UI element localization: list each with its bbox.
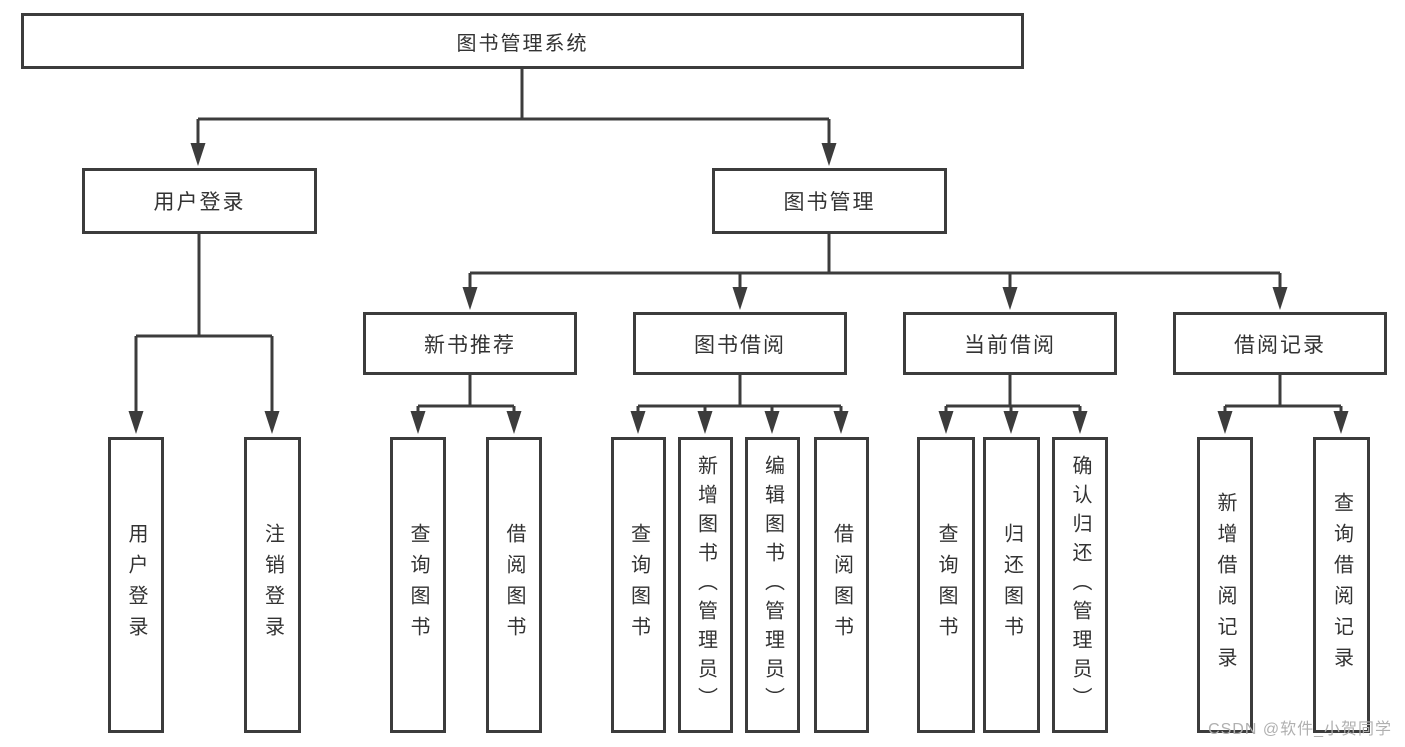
arrowhead-icon xyxy=(630,411,646,434)
node-current-borrow: 当前借阅 xyxy=(903,312,1117,375)
leaf-query-books-2-label: 查询图书 xyxy=(627,523,650,647)
leaf-return-book: 归还图书 xyxy=(983,437,1040,733)
node-library-system-label: 图书管理系统 xyxy=(456,32,589,55)
arrowhead-icon xyxy=(1003,411,1019,434)
node-user-login: 用户登录 xyxy=(82,168,317,234)
leaf-query-books-1-label: 查询图书 xyxy=(407,523,429,647)
node-library-system: 图书管理系统 xyxy=(21,13,1024,69)
arrowhead-icon xyxy=(764,411,780,434)
leaf-user-login-label: 用户登录 xyxy=(125,523,147,647)
leaf-query-borrow-record-label: 查询借阅记录 xyxy=(1330,492,1353,678)
node-borrow-records: 借阅记录 xyxy=(1173,312,1387,375)
node-book-borrow-label: 图书借阅 xyxy=(694,333,786,357)
arrowhead-icon xyxy=(264,411,280,434)
arrowhead-icon xyxy=(1333,411,1349,434)
arrowhead-icon xyxy=(462,287,478,310)
leaf-borrow-books-1: 借阅图书 xyxy=(486,437,542,733)
leaf-query-borrow-record: 查询借阅记录 xyxy=(1313,437,1370,733)
node-book-management: 图书管理 xyxy=(712,168,947,234)
leaf-add-borrow-record: 新增借阅记录 xyxy=(1197,437,1253,733)
arrowhead-icon xyxy=(938,411,954,434)
leaf-add-book-admin-label: 新增图书（管理员） xyxy=(694,454,717,716)
leaf-borrow-books-1-label: 借阅图书 xyxy=(503,523,525,647)
arrowhead-icon xyxy=(1002,287,1018,310)
arrowhead-icon xyxy=(128,411,144,434)
node-new-book-recommend: 新书推荐 xyxy=(363,312,577,375)
leaf-logout: 注销登录 xyxy=(244,437,301,733)
arrowhead-icon xyxy=(410,411,426,434)
node-book-borrow: 图书借阅 xyxy=(633,312,847,375)
leaf-add-book-admin: 新增图书（管理员） xyxy=(678,437,733,733)
arrowhead-icon xyxy=(506,411,522,434)
leaf-add-borrow-record-label: 新增借阅记录 xyxy=(1214,492,1236,678)
node-user-login-label: 用户登录 xyxy=(153,191,246,214)
arrowhead-icon xyxy=(1272,287,1288,310)
arrowhead-icon xyxy=(732,287,748,310)
node-book-management-label: 图书管理 xyxy=(783,191,876,214)
leaf-edit-book-admin-label: 编辑图书（管理员） xyxy=(761,454,784,716)
watermark-text: CSDN @软件_小贺同学 xyxy=(1208,721,1392,738)
node-borrow-records-label: 借阅记录 xyxy=(1234,333,1326,357)
arrowhead-icon xyxy=(697,411,713,434)
leaf-return-book-label: 归还图书 xyxy=(1000,523,1023,647)
leaf-query-books-3-label: 查询图书 xyxy=(935,523,957,647)
leaf-query-books-3: 查询图书 xyxy=(917,437,975,733)
leaf-confirm-return-admin: 确认归还（管理员） xyxy=(1052,437,1108,733)
leaf-borrow-books-2: 借阅图书 xyxy=(814,437,869,733)
leaf-borrow-books-2-label: 借阅图书 xyxy=(830,523,853,647)
leaf-logout-label: 注销登录 xyxy=(261,523,284,647)
leaf-edit-book-admin: 编辑图书（管理员） xyxy=(745,437,800,733)
arrowhead-icon xyxy=(821,143,837,166)
leaf-query-books-2: 查询图书 xyxy=(611,437,666,733)
arrowhead-icon xyxy=(1217,411,1233,434)
node-current-borrow-label: 当前借阅 xyxy=(964,333,1056,357)
arrowhead-icon xyxy=(190,143,206,166)
leaf-query-books-1: 查询图书 xyxy=(390,437,446,733)
leaf-user-login: 用户登录 xyxy=(108,437,164,733)
leaf-confirm-return-admin-label: 确认归还（管理员） xyxy=(1069,454,1091,716)
node-new-book-recommend-label: 新书推荐 xyxy=(424,333,516,357)
arrowhead-icon xyxy=(1072,411,1088,434)
arrowhead-icon xyxy=(833,411,849,434)
